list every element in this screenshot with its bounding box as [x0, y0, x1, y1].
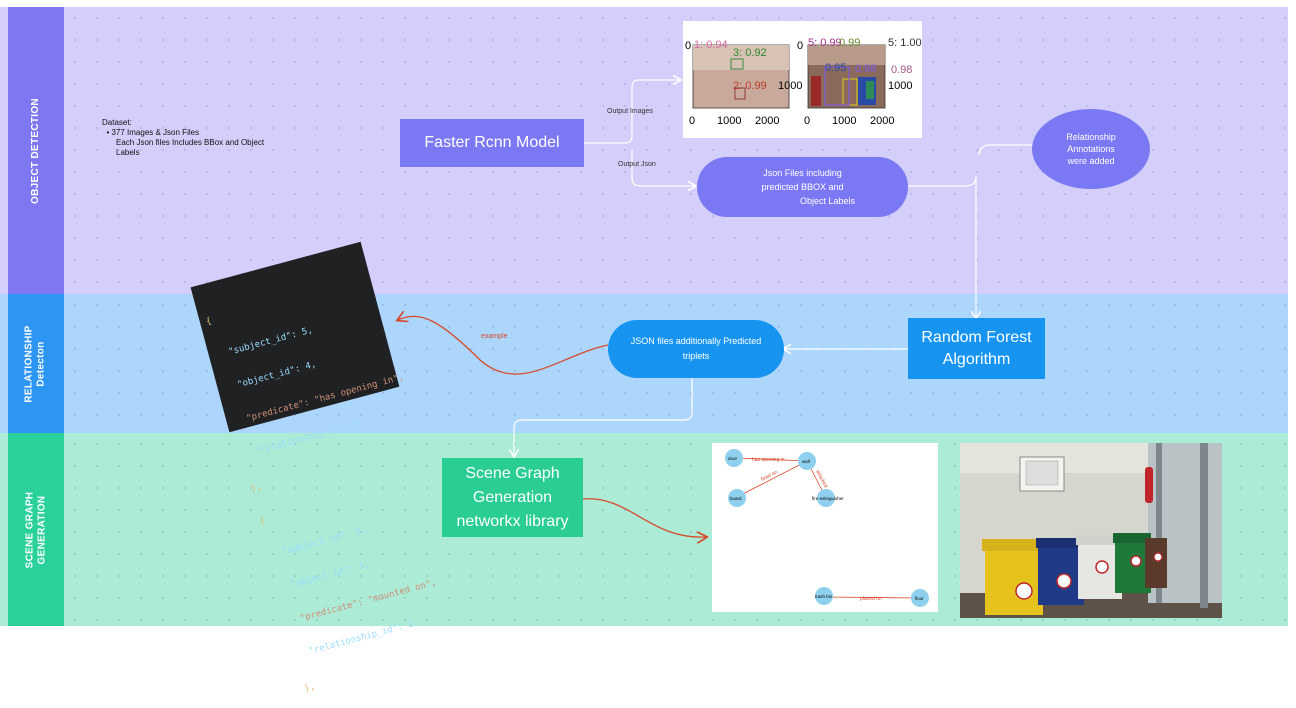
edge-output-json	[631, 150, 695, 186]
json-files-node[interactable]: Json Files including predicted BBOX and …	[697, 157, 908, 217]
scene-graph-node[interactable]: Scene Graph Generation networkx library	[442, 458, 583, 537]
scene-photo	[960, 443, 1222, 618]
detection-plots: 1: 0.94 3: 0.92 2: 0.99 0 0 1000 2000 5:…	[685, 37, 922, 127]
connector-layer	[0, 0, 1036, 631]
det2-xtick-0: 0	[804, 115, 810, 127]
det2-xtick-1: 1000	[832, 115, 856, 127]
random-forest-node[interactable]: Random Forest Algorithm	[908, 318, 1045, 379]
det1-label-2: 2: 0.99	[733, 80, 767, 92]
dataset-description: Dataset: • 377 Images & Json Files Each …	[102, 118, 265, 157]
det2-label-c: 5: 1.00	[888, 37, 922, 49]
det2-xtick-2: 2000	[870, 115, 894, 127]
sg-node-fire-extinguisher: fire extinguisher	[812, 496, 844, 501]
sg-edge-fixed-on: fixed on	[760, 469, 779, 482]
dataset-title: Dataset:	[102, 118, 132, 127]
sg-node-trash-bin: trash bin	[815, 594, 833, 599]
edge-annotations-to-rf	[978, 144, 1036, 156]
edge-triplets-to-scene	[514, 378, 693, 456]
scene-photo-drawing	[960, 443, 1222, 618]
edge-output-images	[584, 80, 680, 144]
annotations-node[interactable]: Relationship Annotations were added	[1032, 109, 1150, 189]
dataset-bullet: 377 Images & Json Files	[111, 128, 200, 137]
json-triplets-node[interactable]: JSON files additionally Predicted triple…	[608, 320, 784, 378]
edge-json-to-rf	[908, 175, 976, 318]
det1-label-3: 3: 0.92	[733, 47, 767, 59]
dataset-bullet-cont2: Labels	[116, 148, 140, 157]
det2-label-5: 5: 0.99	[808, 37, 842, 49]
det1-xtick-1: 1000	[717, 115, 741, 127]
det2-label-e: 0.98	[855, 63, 876, 75]
sg-node-wall: wall	[802, 459, 810, 464]
det2-label-d: 0.95	[825, 62, 846, 74]
sg-node-board: board	[730, 496, 742, 501]
detection-output-images: 1: 0.94 3: 0.92 2: 0.99 0 0 1000 2000 5:…	[683, 21, 922, 138]
edge-example	[398, 316, 609, 375]
det1-xtick-2: 2000	[755, 115, 779, 127]
det1-label-1: 1: 0.94	[694, 39, 728, 51]
sg-node-door: door	[728, 456, 738, 461]
scene-graph-output: door wall board fire extinguisher trash …	[712, 443, 938, 612]
sg-edge-has-opening: has opening in	[752, 457, 785, 463]
sg-node-floor: floor	[915, 596, 924, 601]
scene-graph-drawing: door wall board fire extinguisher trash …	[725, 449, 929, 607]
det1-ytick-1: 1000	[888, 80, 912, 92]
det1-ytick-0: 0	[685, 40, 691, 52]
det2-ytick-0: 0	[797, 40, 803, 52]
example-label: example	[481, 333, 508, 340]
faster-rcnn-node[interactable]: Faster Rcnn Model	[400, 119, 584, 167]
det2-label-b: 0.99	[839, 37, 860, 49]
det1-xtick-0: 0	[689, 115, 695, 127]
det2-ytick-1: 1000	[778, 80, 802, 92]
output-images-label: Output Images	[607, 108, 653, 115]
edge-scene-to-graph	[582, 498, 706, 537]
object-detection-label: OBJECT DETECTION	[8, 7, 64, 294]
output-json-label: Output Json	[618, 161, 656, 168]
det2-label-f: 0.98	[891, 64, 912, 76]
dataset-bullet-cont: Each Json files Includes BBox and Object	[116, 138, 265, 147]
sg-edge-placed-on: placed on	[860, 596, 882, 602]
